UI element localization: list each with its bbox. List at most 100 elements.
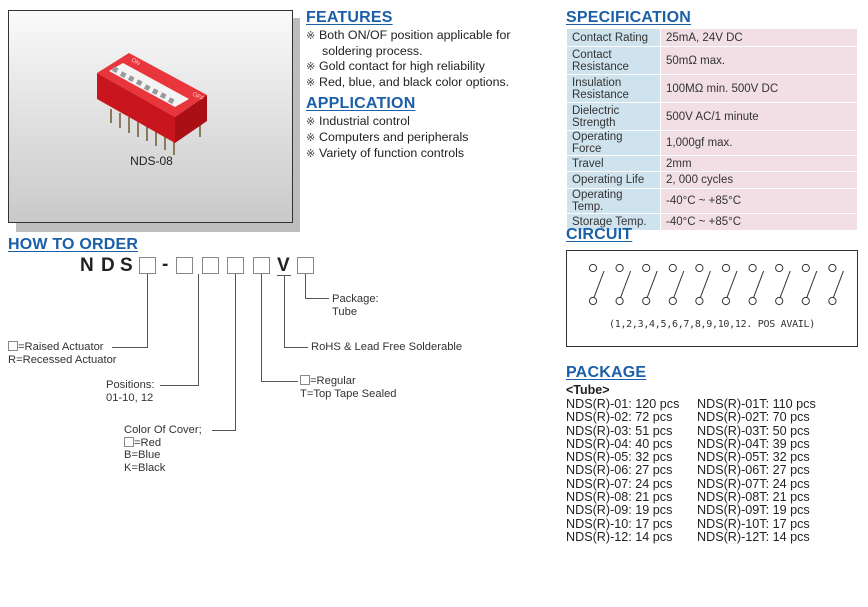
switch-top-terminal — [588, 263, 598, 273]
feature-text: Both ON/OF position applicable for — [319, 28, 511, 42]
package-entry: NDS(R)-06: 27 pcs — [566, 463, 673, 478]
package-entry: NDS(R)-04T: 39 pcs — [697, 436, 810, 451]
switch-symbol — [801, 263, 818, 306]
feature-text: Red, blue, and black color options. — [319, 75, 510, 89]
package-value: Tube — [332, 305, 358, 318]
bullet-icon: ※ — [306, 30, 316, 42]
switch-bottom-terminal — [748, 296, 757, 306]
features-heading: FEATURES — [306, 9, 393, 26]
blank-box-icon — [300, 375, 310, 385]
spec-value: 100MΩ min. 500V DC — [660, 74, 858, 103]
chip-side-face — [175, 95, 207, 143]
sealing-options: =Regular T=Top Tape Sealed — [300, 375, 397, 400]
switch-symbol — [775, 263, 791, 306]
bullet-icon: ※ — [306, 132, 316, 144]
package-entry: NDS(R)-06T: 27 pcs — [697, 463, 810, 478]
switch-bottom-terminal — [615, 296, 624, 306]
circuit-caption: (1,2,3,4,5,6,7,8,9,10,12. POS AVAIL) — [609, 319, 815, 330]
switch-bottom-terminal — [588, 296, 598, 306]
code-box-positions-1 — [176, 257, 193, 274]
switch-bottom-terminal — [801, 296, 810, 306]
application-item: ※Industrial control — [306, 114, 468, 130]
chip-on-label: ON — [130, 58, 141, 68]
package-entry: NDS(R)-04: 40 pcs — [566, 436, 673, 451]
spec-label: Operating Force — [566, 130, 661, 156]
spec-label: Travel — [566, 155, 661, 172]
package-entry: NDS(R)-07T: 24 pcs — [697, 476, 810, 491]
application-heading: APPLICATION — [306, 95, 416, 112]
rohs-label: RoHS & Lead Free Solderable — [311, 341, 463, 353]
product-photo-panel: ON OFF NDS-08 — [8, 10, 293, 223]
spec-label: Operating Temp. — [566, 188, 661, 214]
switch-top-terminal — [695, 263, 704, 273]
sealing-top-tape: T=Top Tape Sealed — [300, 387, 397, 400]
package-entry: NDS(R)-02T: 70 pcs — [697, 410, 810, 425]
switch-symbol — [615, 263, 632, 306]
switch-lever — [779, 270, 791, 298]
spec-value: -40°C ~ +85°C — [660, 213, 858, 231]
code-letter-n: N — [80, 255, 94, 276]
switch-bottom-terminal — [775, 296, 784, 306]
spec-value: 25mA, 24V DC — [660, 28, 858, 47]
package-entry: NDS(R)-10: 17 pcs — [566, 516, 673, 531]
cover-color-red: =Red — [124, 436, 202, 450]
spec-label: Contact Rating — [566, 28, 661, 47]
spec-label: Insulation Resistance — [566, 74, 661, 103]
package-entry: NDS(R)-08T: 21 pcs — [697, 490, 810, 505]
spec-label: Dielectric Strength — [566, 102, 661, 131]
switch-top-terminal — [721, 263, 731, 273]
connector-actuator-h — [112, 347, 148, 348]
spec-row: Storage Temp.-40°C ~ +85°C — [566, 213, 858, 231]
package-entry: NDS(R)-09: 19 pcs — [566, 503, 673, 518]
connector-color-h — [212, 430, 236, 431]
switch-symbol — [695, 263, 711, 306]
bullet-icon: ※ — [306, 77, 316, 89]
code-box-actuator — [139, 257, 156, 274]
application-item: ※Variety of function controls — [306, 146, 468, 162]
package-entry: NDS(R)-05T: 32 pcs — [697, 450, 810, 465]
v-underline — [277, 275, 291, 276]
switch-top-terminal — [615, 263, 624, 273]
package-entry: NDS(R)-01T: 110 pcs — [697, 397, 816, 411]
actuator-option-raised: =Raised Actuator — [8, 341, 117, 354]
feature-item: ※Red, blue, and black color options. — [306, 75, 510, 91]
spec-label: Contact Resistance — [566, 46, 661, 75]
application-item: ※Computers and peripherals — [306, 130, 468, 146]
package-entry: NDS(R)-07: 24 pcs — [566, 476, 673, 491]
switch-bottom-terminal — [642, 296, 651, 306]
connector-color — [235, 274, 236, 431]
spec-value: 2mm — [660, 155, 858, 172]
connector-package — [305, 274, 306, 299]
code-box-sealing — [253, 257, 270, 274]
blank-box-icon — [8, 341, 18, 351]
actuator-options: =Raised Actuator R=Recessed Actuator — [8, 341, 117, 366]
connector-rohs — [284, 276, 285, 348]
switch-top-terminal — [801, 263, 810, 273]
package-entry: NDS(R)-01: 120 pcs — [566, 397, 680, 411]
spec-value: 50mΩ max. — [660, 46, 858, 75]
application-text: Variety of function controls — [319, 146, 465, 160]
cover-color-blue: B=Blue — [124, 449, 161, 461]
feature-item: ※Both ON/OF position applicable for — [306, 28, 510, 44]
actuator-option-recessed: R=Recessed Actuator — [8, 353, 117, 366]
spec-row: Operating Temp.-40°C ~ +85°C — [566, 188, 858, 214]
connector-positions — [198, 274, 199, 386]
code-box-package — [297, 257, 314, 274]
sealing-regular: =Regular — [300, 375, 397, 388]
switch-symbol — [588, 263, 605, 306]
connector-sealing — [261, 274, 262, 382]
feature-item-continued: soldering process. — [322, 44, 423, 58]
switch-top-terminal — [828, 263, 837, 273]
package-options: Package: Tube — [332, 293, 379, 318]
code-box-positions-2 — [202, 257, 219, 274]
switch-symbol — [642, 263, 658, 306]
circuit-diagram: (1,2,3,4,5,6,7,8,9,10,12. POS AVAIL) — [566, 250, 858, 347]
package-heading: PACKAGE — [566, 364, 647, 381]
package-entry: NDS(R)-03: 51 pcs — [566, 423, 673, 438]
